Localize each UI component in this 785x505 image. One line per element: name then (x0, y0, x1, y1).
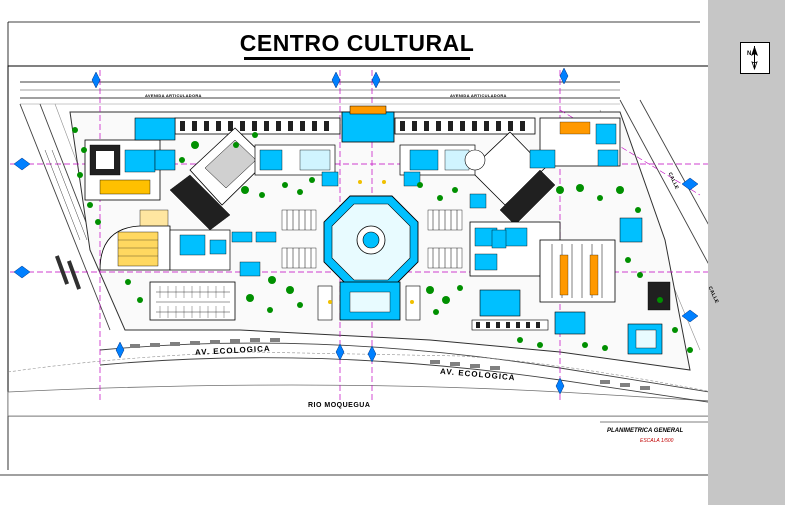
svg-text:N: N (747, 51, 751, 57)
road-label-top-2: AVENIDA ARTICULADORA (450, 93, 507, 98)
plan-caption: PLANIMETRICA GENERAL (607, 428, 684, 434)
river-label: RIO MOQUEGUA (308, 402, 371, 409)
north-arrow-icon: N (740, 42, 770, 74)
road-label-top-1: AVENIDA ARTICULADORA (145, 93, 202, 98)
drawing-title: CENTRO CULTURAL (239, 30, 475, 56)
title-block-strip (708, 0, 785, 505)
plan-scale: ESCALA 1/500 (640, 438, 674, 444)
site-plan (0, 21, 708, 476)
title-underline (244, 57, 470, 60)
